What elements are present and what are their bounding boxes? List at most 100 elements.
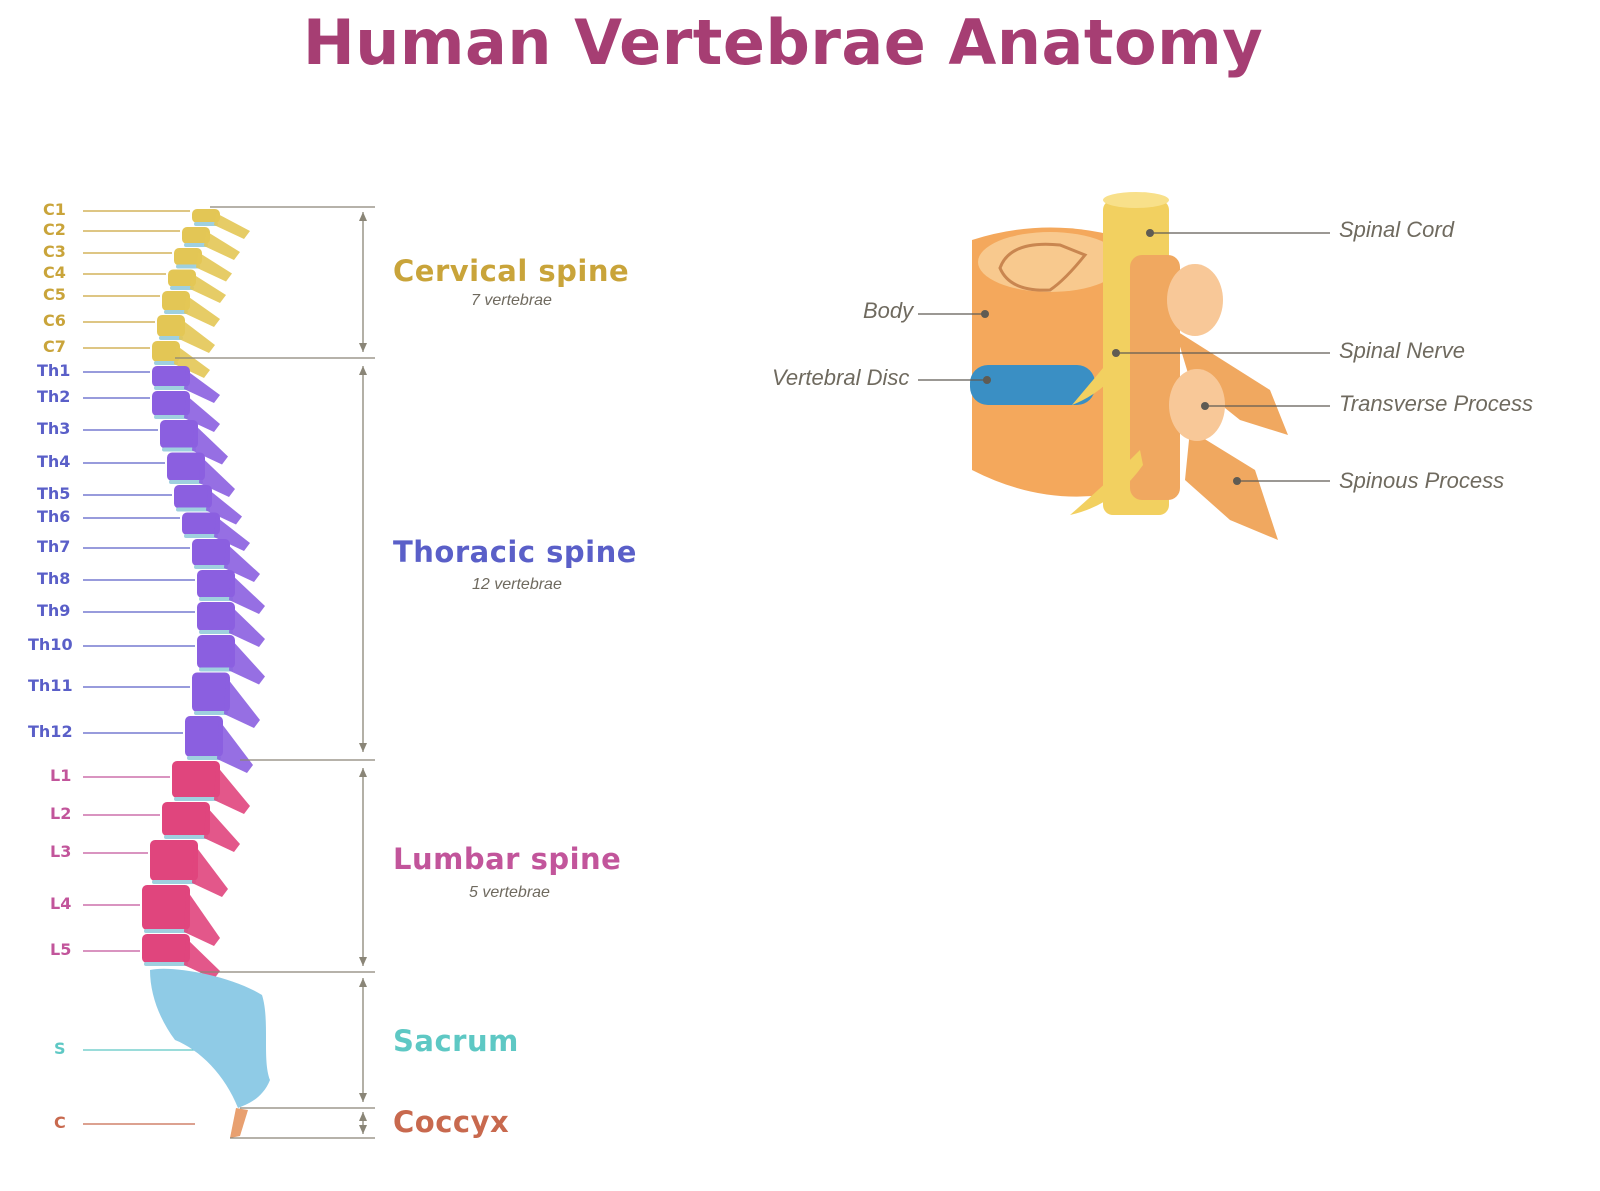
label-transverse-process: Transverse Process <box>1339 391 1533 416</box>
intervertebral-disc <box>169 480 203 484</box>
spinous-process <box>192 844 228 897</box>
intervertebral-disc <box>194 565 228 569</box>
intervertebral-disc <box>152 880 196 884</box>
intervertebral-disc <box>170 286 194 290</box>
vertebral-body <box>162 802 210 836</box>
vertebra-label: C3 <box>43 242 66 261</box>
vertebra-label: Th6 <box>37 507 71 526</box>
label-spinal-cord: Spinal Cord <box>1339 217 1454 242</box>
callout-dot <box>1233 477 1241 485</box>
label-spinal-nerve: Spinal Nerve <box>1339 338 1465 363</box>
vertebral-body <box>157 315 185 337</box>
spinous-process <box>229 639 265 685</box>
intervertebral-disc <box>187 756 221 760</box>
arrow-head-up <box>359 1112 367 1121</box>
region-count-cervical: 7 vertebrae <box>471 292 552 309</box>
label-vertebral-disc: Vertebral Disc <box>772 365 910 390</box>
intervertebral-disc <box>194 711 228 715</box>
arrow-head-down <box>359 957 367 966</box>
spinal-cord-top <box>1103 192 1169 208</box>
intervertebral-disc <box>162 447 196 452</box>
spinal-nerve-lower <box>1070 450 1143 515</box>
intervertebral-disc <box>199 667 233 672</box>
region-label-sacrum: Sacrum <box>393 1024 519 1058</box>
callout-dot <box>983 376 991 384</box>
vertebral-body <box>197 602 235 631</box>
intervertebral-disc <box>154 386 188 390</box>
vertebral-body <box>192 672 230 712</box>
callout-dot <box>1112 349 1120 357</box>
vertebral-body <box>142 885 190 930</box>
vertebra-label: Th10 <box>28 635 73 654</box>
vertebral-body <box>182 227 210 244</box>
spinal-cord-shape <box>1103 200 1169 515</box>
arrow-head-down <box>359 1093 367 1102</box>
vertebra-label: C4 <box>43 263 66 282</box>
intervertebral-disc <box>154 361 178 365</box>
vertebral-body <box>192 209 220 223</box>
arrow-head-down <box>359 1125 367 1134</box>
spinous-process-shape <box>1185 430 1278 540</box>
vertebra-label: L1 <box>50 766 72 785</box>
region-label-lumbar: Lumbar spine <box>393 842 622 876</box>
vertebral-body <box>174 248 202 266</box>
vertebra-label: C6 <box>43 311 66 330</box>
vertebral-body <box>142 934 190 963</box>
intervertebral-disc <box>176 507 210 512</box>
region-count-lumbar: 5 vertebrae <box>469 884 550 901</box>
vertebra-label: Th3 <box>37 419 71 438</box>
arrow-head-down <box>359 743 367 752</box>
spinous-process <box>229 606 265 647</box>
intervertebral-disc <box>154 415 188 419</box>
callout-dot <box>981 310 989 318</box>
body-top-surface <box>978 232 1122 292</box>
spinous-process <box>184 295 220 327</box>
region-label-thoracic: Thoracic spine <box>393 535 637 569</box>
vertebra-label: Th2 <box>37 387 71 406</box>
vertebral-body <box>162 291 190 311</box>
spinous-process <box>214 516 250 551</box>
transverse-process-upper <box>1167 264 1223 336</box>
spinous-process <box>206 489 242 525</box>
spinous-process <box>174 345 210 378</box>
vertebra-label: Th12 <box>28 722 73 741</box>
vertebral-body <box>160 420 198 449</box>
vertebra-label: L5 <box>50 940 72 959</box>
intervertebral-disc <box>144 929 188 933</box>
vertebral-body <box>152 391 190 416</box>
spinous-process <box>204 231 240 260</box>
region-label-coccyx: Coccyx <box>393 1105 510 1139</box>
spinous-process <box>214 213 250 239</box>
lamina-shape <box>1130 255 1180 500</box>
intervertebral-disc <box>164 310 188 314</box>
spinous-process <box>224 676 260 728</box>
callout-dot <box>1146 229 1154 237</box>
vertebra-label: Th11 <box>28 676 73 695</box>
vertebral-body <box>172 761 220 798</box>
spinous-process <box>184 889 220 946</box>
vertebral-body <box>150 840 198 881</box>
arrow-head-down <box>359 343 367 352</box>
spinous-process <box>229 574 265 614</box>
vertebra-label: S <box>54 1039 66 1058</box>
intervertebral-disc <box>144 962 188 966</box>
vertebra-label: Th8 <box>37 569 71 588</box>
label-body: Body <box>863 298 914 323</box>
spinous-process <box>217 720 253 773</box>
intervertebral-disc <box>184 534 218 538</box>
sacrum-shape <box>150 968 270 1108</box>
intervertebral-disc <box>159 336 183 340</box>
vertebral-body <box>174 485 212 509</box>
arrow-head-up <box>359 366 367 375</box>
vertebra-label: C <box>54 1113 66 1132</box>
vertebra-label: L3 <box>50 842 72 861</box>
vertebral-body <box>152 366 190 387</box>
intervertebral-disc <box>199 597 233 601</box>
arrow-head-up <box>359 768 367 777</box>
vertebra-label: C1 <box>43 200 66 219</box>
transverse-process-lower <box>1169 369 1225 441</box>
vertebra-label: Th7 <box>37 537 71 556</box>
vertebra-label: Th1 <box>37 361 71 380</box>
vertebral-disc-shape <box>970 365 1095 405</box>
callout-dot <box>1201 402 1209 410</box>
